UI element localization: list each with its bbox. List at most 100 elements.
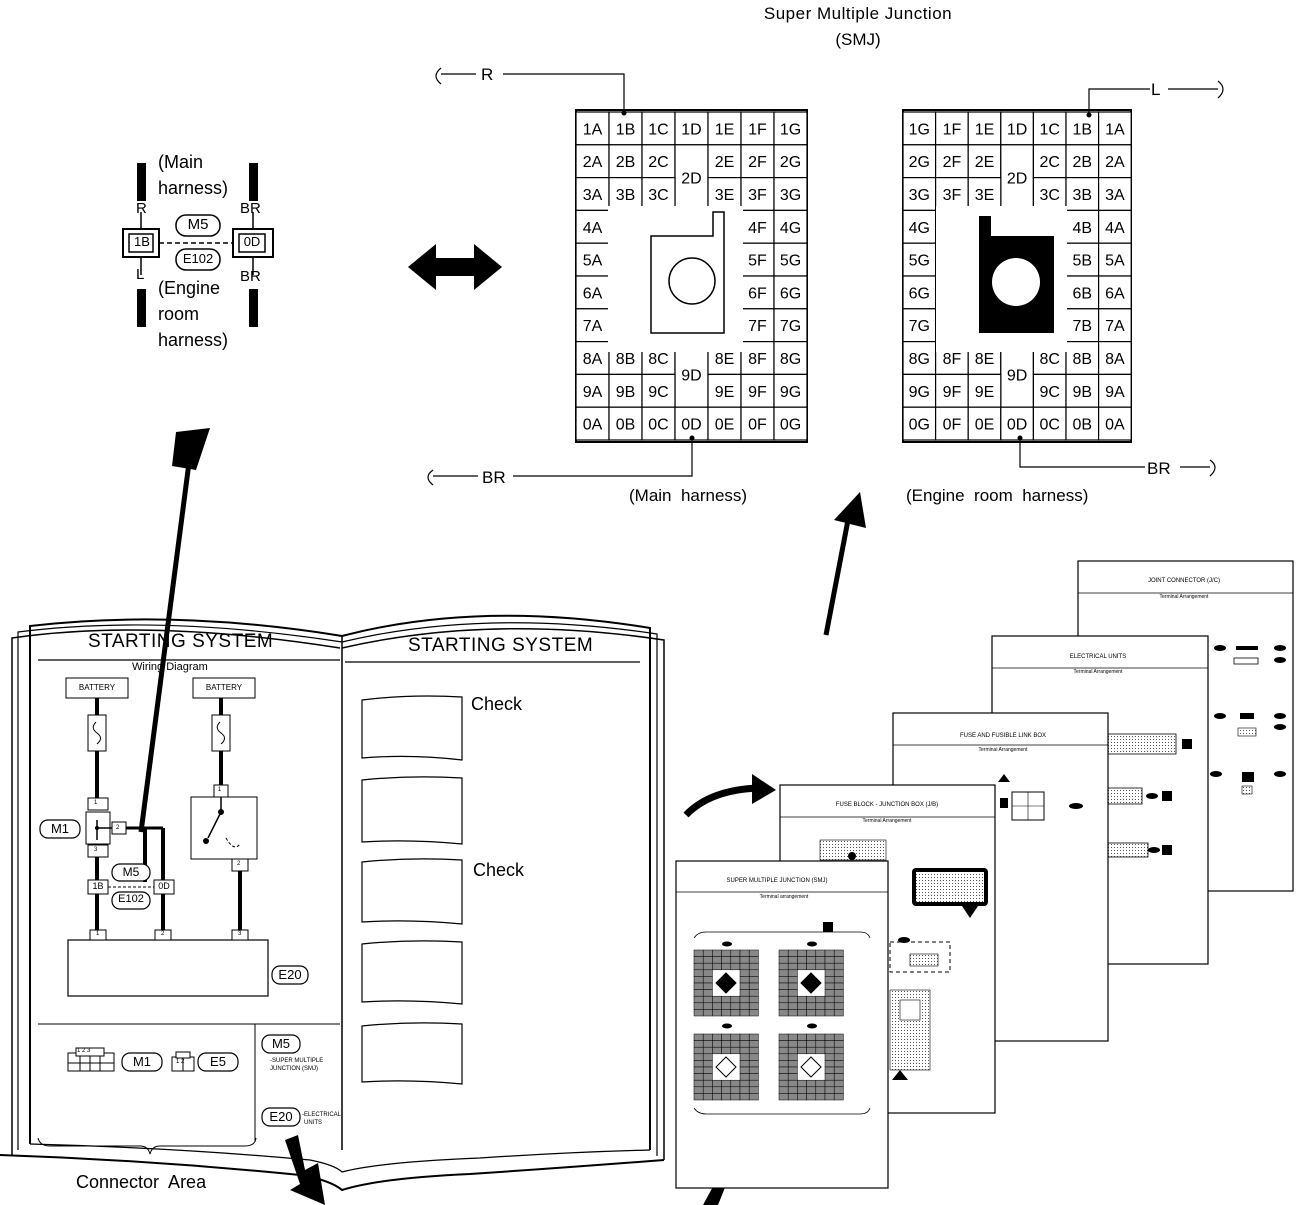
- mini-smj-cell: [693, 956, 704, 964]
- smj-engine-cell-label: 3E: [975, 187, 995, 204]
- book-term-1b: 1B: [92, 881, 104, 891]
- smj-engine-cell-box: [1097, 373, 1132, 408]
- mini-smj-cell: [748, 1009, 759, 1017]
- mini-smj-cell: [702, 1009, 713, 1017]
- legend-m5-text-2: JUNCTION (SMJ): [270, 1066, 318, 1072]
- mini-smj-cell: [806, 1086, 817, 1094]
- smj-main-cell-label: 8E: [715, 351, 735, 368]
- mini-smj-cell: [824, 1009, 835, 1017]
- arrow-to-smj: [823, 492, 866, 636]
- smj-engine-cell-label: 3A: [1105, 187, 1125, 204]
- mini-smj-cell: [712, 1033, 722, 1041]
- mini-smj-cell: [712, 1093, 722, 1101]
- smj-main-cell-label: 1A: [583, 121, 603, 138]
- mini-smj-cell: [815, 995, 826, 1004]
- mini-smj-cell: [712, 995, 722, 1004]
- detail-term-0d: 0D: [243, 234, 261, 249]
- smj-main-cell-box: [674, 111, 709, 146]
- smj-main-cell-label: 2F: [748, 154, 767, 171]
- mini-smj-cell: [778, 1073, 789, 1081]
- smj-engine-cell-label: 2E: [975, 154, 995, 171]
- mini-smj-cell: [693, 1046, 704, 1055]
- smj-engine-cell-box: [934, 406, 969, 441]
- smj-engine-cell-label: 3C: [1039, 187, 1059, 204]
- smj-engine-cell-box: [1000, 111, 1034, 146]
- smj-engine-cell-box: [1097, 341, 1132, 376]
- smj-engine-cell-box: [902, 341, 937, 376]
- smj-engine-cell-label: 9C: [1039, 384, 1059, 401]
- mini-smj-cell: [833, 949, 844, 957]
- smj-engine-cell-label: 1A: [1105, 121, 1125, 138]
- mini-smj-cell: [712, 1002, 722, 1010]
- book-right-title: STARTING SYSTEM: [408, 635, 594, 656]
- curved-arrow-icon: [683, 774, 776, 818]
- smj-main-cell-label: 1E: [715, 121, 735, 138]
- smj-engine-cell-box: [1000, 144, 1034, 212]
- mini-smj-cell: [702, 1073, 713, 1081]
- smj-main-cell-label: 1G: [780, 121, 801, 138]
- page3-title: FUSE AND FUSIBLE LINK BOX: [960, 733, 1046, 739]
- mini-smj-cell: [824, 1046, 835, 1055]
- smj-main-cell-label: 8A: [583, 351, 603, 368]
- smj-main-cell-label: 1C: [648, 121, 668, 138]
- smj-engine-cell-label: 1D: [1007, 121, 1027, 138]
- smj-engine-cell-box: [1032, 177, 1067, 212]
- mini-smj-cell: [748, 995, 759, 1004]
- mini-smj-cell: [797, 956, 807, 964]
- mini-smj-cell: [824, 949, 835, 957]
- smj-engine-cell-box: [1000, 406, 1034, 441]
- smj-engine-cell-box: [967, 111, 1002, 146]
- mini-smj-cell: [693, 1086, 704, 1094]
- mini-smj-cell: [815, 1079, 826, 1088]
- smj-main-cell-box: [773, 308, 808, 343]
- mini-smj-cell: [833, 995, 844, 1004]
- mini-smj-cell: [748, 949, 759, 957]
- detail-conn-e102: E102: [182, 251, 214, 266]
- smj-main-cell-box: [740, 373, 775, 408]
- mini-smj-cell: [815, 1002, 826, 1010]
- mini-smj-cell: [778, 949, 789, 957]
- smj-main-cell-box: [575, 111, 610, 146]
- smj-engine-cell-box: [902, 373, 937, 408]
- mini-smj-cell: [778, 962, 789, 971]
- smj-subtitle: (SMJ): [835, 30, 881, 49]
- mini-smj-cell: [739, 949, 750, 957]
- mini-smj-cell: [730, 1040, 741, 1048]
- mini-smj-cell: [778, 1060, 789, 1068]
- smj-main-cell-label: 0D: [681, 417, 701, 434]
- smj-main-cell-label: 2G: [780, 154, 801, 171]
- mini-smj-cell: [778, 1066, 789, 1074]
- smj-engine-cell-label: 8E: [975, 351, 995, 368]
- mini-smj-cell: [824, 1053, 835, 1061]
- mini-smj-cell: [748, 962, 759, 971]
- mini-smj-cell: [693, 1079, 704, 1088]
- smj-engine-cell-label: 2C: [1039, 154, 1059, 171]
- mini-smj-cell: [797, 995, 807, 1004]
- mini-smj-cell: [702, 1066, 713, 1074]
- detail-wire-br-top: BR: [240, 200, 261, 217]
- mini-smj-cell: [721, 1086, 732, 1094]
- engine-wire-l-label: L: [1151, 80, 1161, 99]
- smj-engine-cell-label: 1E: [975, 121, 995, 138]
- mini-smj-cell: [806, 962, 817, 971]
- book-conn-e102: E102: [118, 893, 144, 905]
- mini-smj-cell: [702, 1086, 713, 1094]
- smj-engine-cell-label: 3F: [943, 187, 962, 204]
- mini-smj-cell: [787, 1046, 798, 1055]
- smj-main-cell-label: 9E: [715, 384, 735, 401]
- smj-engine-cell-label: 0A: [1105, 417, 1125, 434]
- pin-e20-2: 2: [161, 931, 165, 937]
- mini-smj-cell: [815, 949, 826, 957]
- smj-engine-cell-label: 8C: [1039, 351, 1059, 368]
- smj-main-cell-label: 5G: [780, 253, 801, 270]
- smj-engine-cell-label: 8F: [943, 351, 962, 368]
- mini-smj-cell: [721, 1033, 732, 1041]
- mini-smj-cell: [712, 1009, 722, 1017]
- main-harness-label: (Main harness): [629, 486, 748, 505]
- mini-smj-cell: [778, 989, 789, 997]
- pin-m1-1: 1: [94, 800, 98, 806]
- smj-main-cell-box: [773, 242, 808, 277]
- smj-engine-cell-label: 2G: [909, 154, 930, 171]
